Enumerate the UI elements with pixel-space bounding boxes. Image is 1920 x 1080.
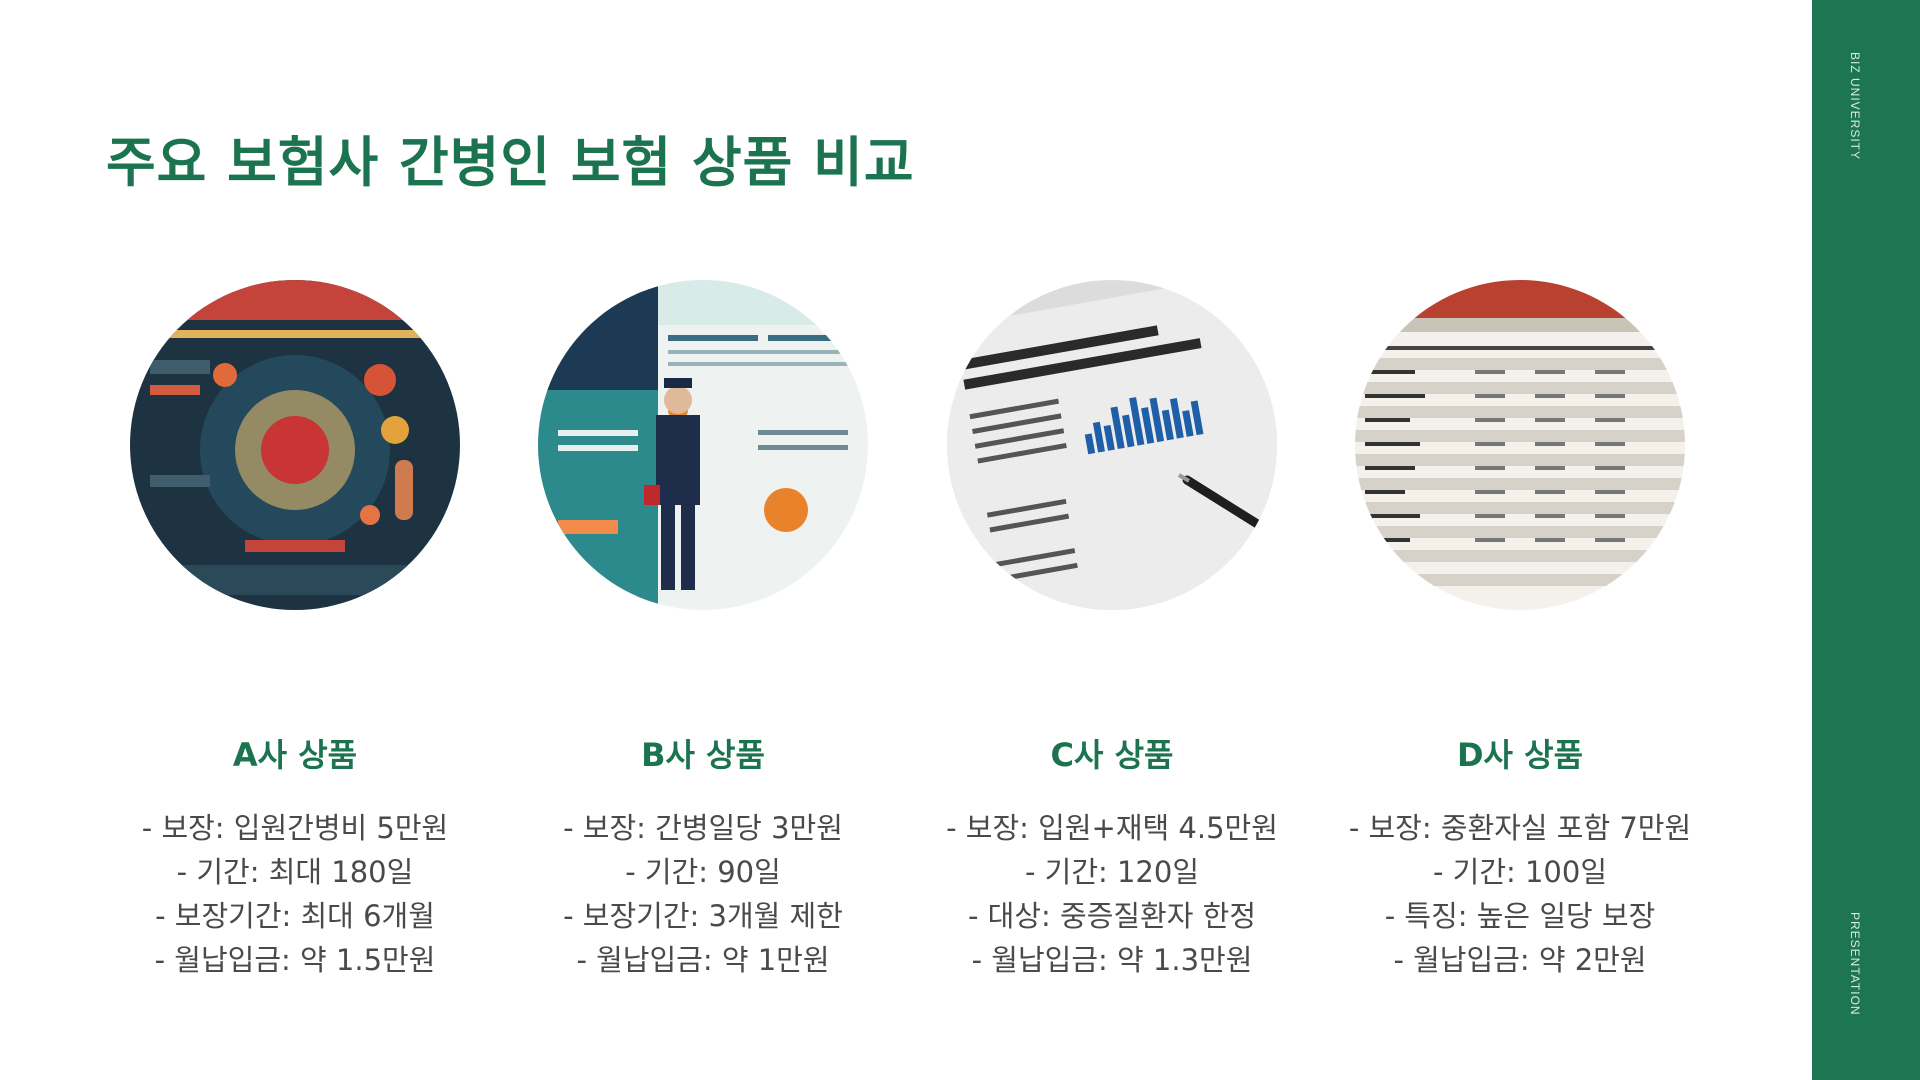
product-card-b: B사 상품 - 보장: 간병일당 3만원 - 기간: 90일 - 보장기간: 3…	[503, 280, 903, 982]
detail-line: - 대상: 중증질환자 한정	[967, 899, 1256, 933]
product-name: D사 상품	[1456, 736, 1584, 774]
detail-line: - 보장기간: 최대 6개월	[155, 899, 435, 933]
detail-line: - 보장: 간병일당 3만원	[563, 811, 843, 845]
detail-line: - 월납입금: 약 2만원	[1393, 943, 1647, 977]
detail-line: - 특징: 높은 일당 보장	[1384, 899, 1656, 933]
product-details: - 보장: 간병일당 3만원 - 기간: 90일 - 보장기간: 3개월 제한 …	[503, 806, 903, 982]
product-name: C사 상품	[1050, 736, 1174, 774]
detail-line: - 기간: 최대 180일	[176, 855, 414, 889]
product-details: - 보장: 입원간병비 5만원 - 기간: 최대 180일 - 보장기간: 최대…	[95, 806, 495, 982]
detail-line: - 기간: 120일	[1024, 855, 1200, 889]
comparison-table-circle-image	[1355, 280, 1685, 610]
infographic-circle-image	[130, 280, 460, 610]
side-label-bottom: PRESENTATION	[1848, 912, 1862, 1016]
bar-chart-document-circle-image	[947, 280, 1277, 610]
detail-line: - 기간: 100일	[1432, 855, 1608, 889]
product-name: A사 상품	[232, 736, 358, 774]
detail-line: - 기간: 90일	[625, 855, 781, 889]
product-details: - 보장: 입원+재택 4.5만원 - 기간: 120일 - 대상: 중증질환자…	[912, 806, 1312, 982]
detail-line: - 보장: 입원간병비 5만원	[141, 811, 449, 845]
detail-line: - 월납입금: 약 1만원	[576, 943, 830, 977]
side-label-top: BIZ UNIVERSITY	[1848, 52, 1862, 161]
product-details: - 보장: 중환자실 포함 7만원 - 기간: 100일 - 특징: 높은 일당…	[1320, 806, 1720, 982]
detail-line: - 보장: 중환자실 포함 7만원	[1348, 811, 1692, 845]
detail-line: - 월납입금: 약 1.3만원	[971, 943, 1253, 977]
product-card-a: A사 상품 - 보장: 입원간병비 5만원 - 기간: 최대 180일 - 보장…	[95, 280, 495, 982]
product-card-c: C사 상품 - 보장: 입원+재택 4.5만원 - 기간: 120일 - 대상:…	[912, 280, 1312, 982]
detail-line: - 보장기간: 3개월 제한	[563, 899, 843, 933]
side-band	[1812, 0, 1920, 1080]
product-name: B사 상품	[641, 736, 765, 774]
detail-line: - 월납입금: 약 1.5만원	[154, 943, 436, 977]
product-card-d: D사 상품 - 보장: 중환자실 포함 7만원 - 기간: 100일 - 특징:…	[1320, 280, 1720, 982]
detail-line: - 보장: 입원+재택 4.5만원	[946, 811, 1278, 845]
page-title: 주요 보험사 간병인 보험 상품 비교	[106, 131, 915, 194]
caregiver-infographic-circle-image	[538, 280, 868, 610]
